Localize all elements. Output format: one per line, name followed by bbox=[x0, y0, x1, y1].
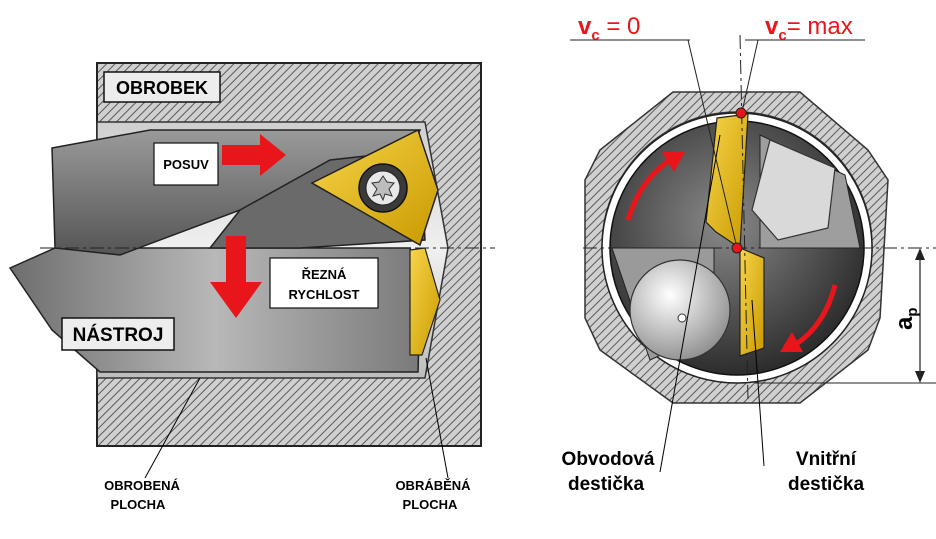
vc-zero-leader bbox=[687, 39, 738, 249]
right-diagram: vc = 0 vc= max ap Obvodová destička Vnit… bbox=[562, 13, 936, 495]
machined-surface-leader bbox=[144, 377, 201, 479]
left-diagram: OBROBEK POSUV ŘEZNÁ RYCHLOST NÁSTROJ OBR… bbox=[8, 62, 495, 512]
machining-surface-label-2: PLOCHA bbox=[403, 497, 459, 512]
machining-surface-leader bbox=[425, 357, 449, 479]
coolant-hole bbox=[629, 259, 731, 361]
peripheral-insert-leader bbox=[659, 134, 721, 473]
vc-max-leader bbox=[741, 39, 759, 113]
workpiece-label: OBROBEK bbox=[116, 78, 208, 98]
cutting-speed-arrow-icon bbox=[210, 236, 262, 318]
vc-zero-point bbox=[731, 242, 743, 254]
vc-max-label: vc= max bbox=[765, 13, 853, 44]
machined-surface-label-1: OBROBENÁ bbox=[104, 478, 180, 493]
machined-surface-label-2: PLOCHA bbox=[111, 497, 167, 512]
rotation-arrow-upper-icon bbox=[625, 157, 672, 221]
workpiece-label-box bbox=[103, 71, 221, 103]
torx-icon bbox=[371, 175, 395, 202]
vc-max-point bbox=[735, 107, 747, 119]
cutting-speed-label-2: RYCHLOST bbox=[288, 287, 359, 302]
feed-label: POSUV bbox=[163, 157, 209, 172]
inner-insert-label-2: destička bbox=[788, 474, 864, 495]
peripheral-insert-label-2: destička bbox=[568, 474, 644, 495]
vc-zero-label: vc = 0 bbox=[578, 13, 640, 44]
feed-label-box bbox=[153, 142, 219, 186]
inner-insert-leader bbox=[751, 299, 765, 467]
ap-label: ap bbox=[891, 307, 921, 330]
tool-label: NÁSTROJ bbox=[73, 324, 164, 346]
vertical-axis bbox=[739, 34, 749, 401]
feed-arrow-icon bbox=[222, 134, 286, 176]
machining-surface-label-1: OBRÁBĚNÁ bbox=[395, 478, 471, 493]
inner-insert-label-1: Vnitřní bbox=[796, 449, 857, 470]
cutting-speed-label-box bbox=[269, 257, 379, 309]
tool-label-box bbox=[61, 317, 175, 351]
rotation-arrow-lower-icon bbox=[793, 284, 838, 348]
tool-face-upper-block bbox=[751, 139, 836, 241]
cutting-speed-label-1: ŘEZNÁ bbox=[302, 267, 347, 282]
peripheral-insert-label-1: Obvodová bbox=[562, 449, 655, 470]
